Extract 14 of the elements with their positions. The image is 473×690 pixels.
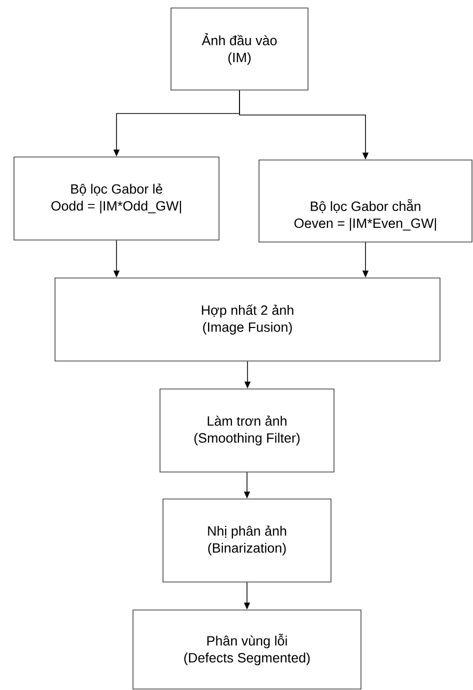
process-box xyxy=(258,160,472,242)
process-box xyxy=(54,278,440,362)
box-text: Bộ lọc Gabor lẻ Oodd = |IM*Odd_GW| xyxy=(51,184,182,214)
box-text: Nhị phân ảnh (Binarization) xyxy=(208,526,286,556)
box-text: Hợp nhất 2 ảnh (Image Fusion) xyxy=(202,304,294,335)
box-text: Bộ lọc Gabor chẵn Oeven = |IM*Even_GW| xyxy=(294,199,436,231)
box-text: Ảnh đầu vào (IM) xyxy=(202,33,277,65)
process-box xyxy=(132,610,362,690)
box-text: Phân vùng lỗi (Defects Segmented) xyxy=(184,634,310,666)
process-box xyxy=(170,8,308,90)
process-box xyxy=(14,156,220,240)
process-box xyxy=(162,498,332,582)
box-text: Làm trơn ảnh (Smoothing Filter) xyxy=(194,416,300,446)
process-box xyxy=(160,388,334,472)
